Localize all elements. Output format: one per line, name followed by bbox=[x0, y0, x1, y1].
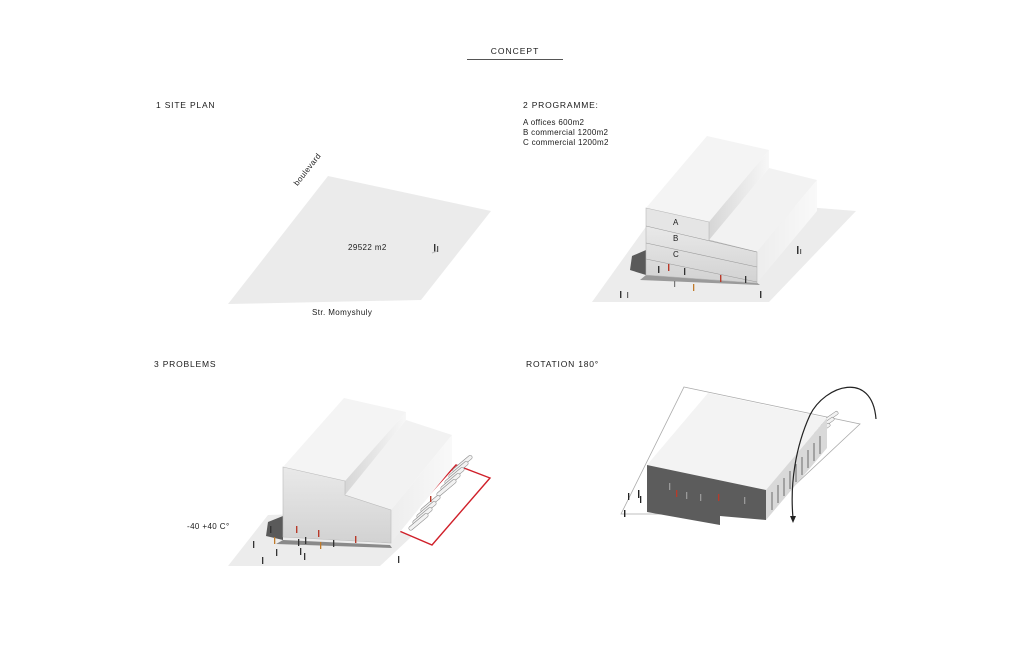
person-figure bbox=[431, 244, 439, 254]
floor-label-a: A bbox=[673, 218, 679, 227]
site-plan bbox=[228, 176, 491, 304]
people-group bbox=[620, 246, 802, 298]
programme-item-b: B commercial 1200m2 bbox=[523, 128, 609, 137]
rotation-heading: ROTATION 180° bbox=[526, 359, 599, 369]
dark-facade bbox=[647, 465, 766, 525]
programme-heading: 2 PROGRAMME: bbox=[523, 100, 599, 110]
site-plot bbox=[228, 176, 491, 304]
people-group bbox=[253, 496, 432, 564]
page-title: CONCEPT bbox=[467, 46, 563, 60]
programme-item-c: C commercial 1200m2 bbox=[523, 138, 609, 147]
temperature-label: -40 +40 C° bbox=[187, 522, 230, 531]
site-plan-heading: 1 SITE PLAN bbox=[156, 100, 216, 110]
programme-list: A offices 600m2 B commercial 1200m2 C co… bbox=[523, 118, 609, 148]
problems-heading: 3 PROBLEMS bbox=[154, 359, 217, 369]
floor-label-b: B bbox=[673, 234, 679, 243]
parked-cars bbox=[408, 455, 473, 531]
programme-model bbox=[592, 136, 856, 302]
arrow-head-icon bbox=[790, 516, 796, 523]
street-label: Str. Momyshuly bbox=[312, 308, 373, 317]
people-group bbox=[624, 483, 746, 517]
problems-model bbox=[228, 398, 492, 566]
site-area-label: 29522 m2 bbox=[348, 243, 387, 252]
programme-item-a: A offices 600m2 bbox=[523, 118, 585, 127]
floor-label-c: C bbox=[673, 250, 680, 259]
rotation-arrow bbox=[791, 386, 877, 519]
rotation-model bbox=[620, 386, 877, 525]
